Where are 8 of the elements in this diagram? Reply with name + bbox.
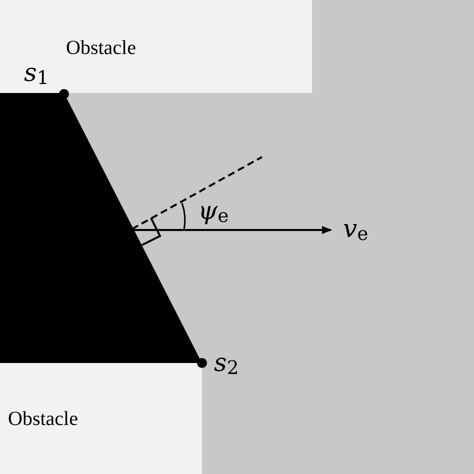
angle-label: ψ$_{e}$ [198, 198, 229, 227]
point-label: s$_{1}$ [24, 60, 49, 89]
velocity-label: v$_{e}$ [343, 216, 368, 245]
region-label: Obstacle [8, 408, 78, 431]
obstacle-region [0, 0, 312, 93]
point-label: s$_{2}$ [214, 350, 239, 379]
obstacle-region [0, 363, 202, 474]
region-label: Obstacle [66, 37, 136, 60]
